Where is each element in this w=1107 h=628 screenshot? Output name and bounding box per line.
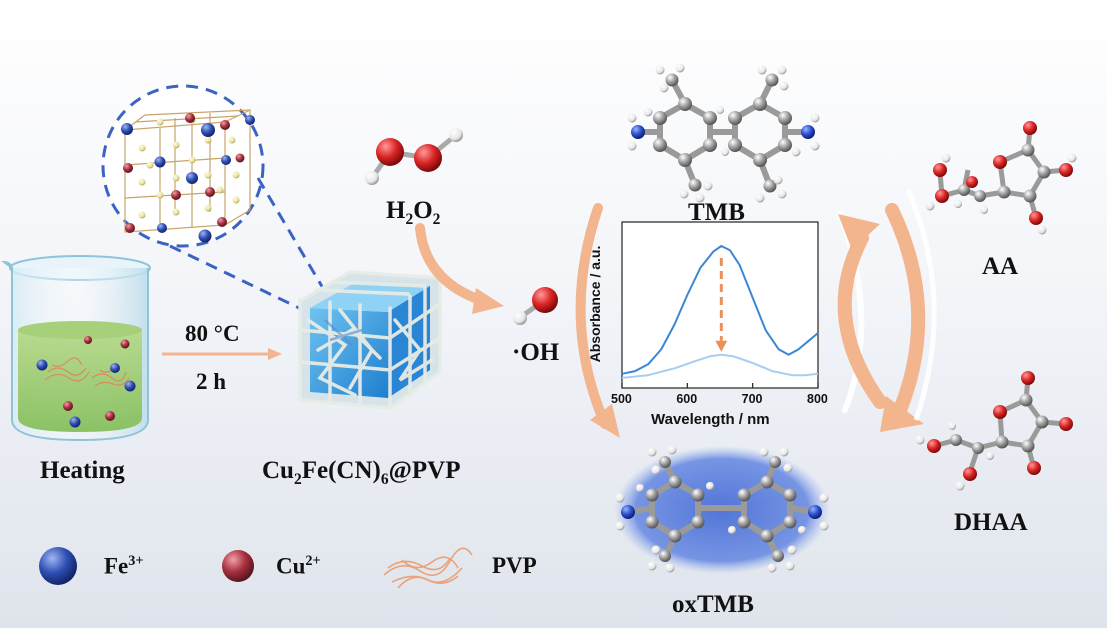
oxtmb-molecule xyxy=(614,445,830,574)
tmb-label: TMB xyxy=(688,199,745,226)
legend-fe-label: Fe3+ xyxy=(104,553,144,579)
cu-fe-cn-pvp-cube xyxy=(298,270,442,410)
x-tick-label: 700 xyxy=(741,392,763,406)
beaker xyxy=(0,255,151,442)
lattice-zoom xyxy=(101,84,332,320)
chart-xlabel: Wavelength / nm xyxy=(651,411,770,428)
h2o2-to-oh-arrow xyxy=(415,223,504,314)
oxtmb-label: oxTMB xyxy=(672,591,754,618)
pvp-fiber-icon xyxy=(44,357,130,387)
heating-arrow xyxy=(162,348,282,360)
hydroxyl-radical-label: ·OH xyxy=(512,339,560,366)
temperature-label: 80 °C xyxy=(185,321,240,346)
decrease-arrowhead xyxy=(715,340,728,352)
chart-ylabel: Absorbance / a.u. xyxy=(587,245,603,363)
aa-to-dhaa-arrow xyxy=(880,203,926,432)
h2o2-molecule xyxy=(365,128,463,185)
time-label: 2 h xyxy=(196,369,227,394)
h2o2-label: H2O2 xyxy=(386,197,441,228)
spectrum-series-2 xyxy=(621,353,819,379)
aa-label: AA xyxy=(982,253,1019,280)
product-label: Cu2Fe(CN)6@PVP xyxy=(262,457,461,488)
legend-cu-label: Cu2+ xyxy=(276,553,321,579)
dhaa-label: DHAA xyxy=(954,509,1028,536)
pvp-fiber-icon xyxy=(383,547,473,589)
spectrum-chart xyxy=(621,221,819,389)
aa-molecule xyxy=(925,121,1077,235)
tmb-molecule xyxy=(627,63,820,203)
x-tick-label: 800 xyxy=(807,392,828,406)
dhaa-molecule xyxy=(915,371,1073,491)
x-tick-label: 600 xyxy=(676,392,698,406)
spectrum-series-1 xyxy=(621,245,819,375)
heating-label: Heating xyxy=(40,457,125,484)
legend-pvp-label: PVP xyxy=(492,553,537,578)
tmb-to-oxtmb-arrow xyxy=(575,203,620,438)
blue-sphere-icon xyxy=(39,547,77,585)
oh-molecule xyxy=(513,287,558,325)
red-sphere-icon xyxy=(222,550,254,582)
dhaa-arrow xyxy=(837,214,887,409)
x-tick-label: 500 xyxy=(611,392,632,406)
